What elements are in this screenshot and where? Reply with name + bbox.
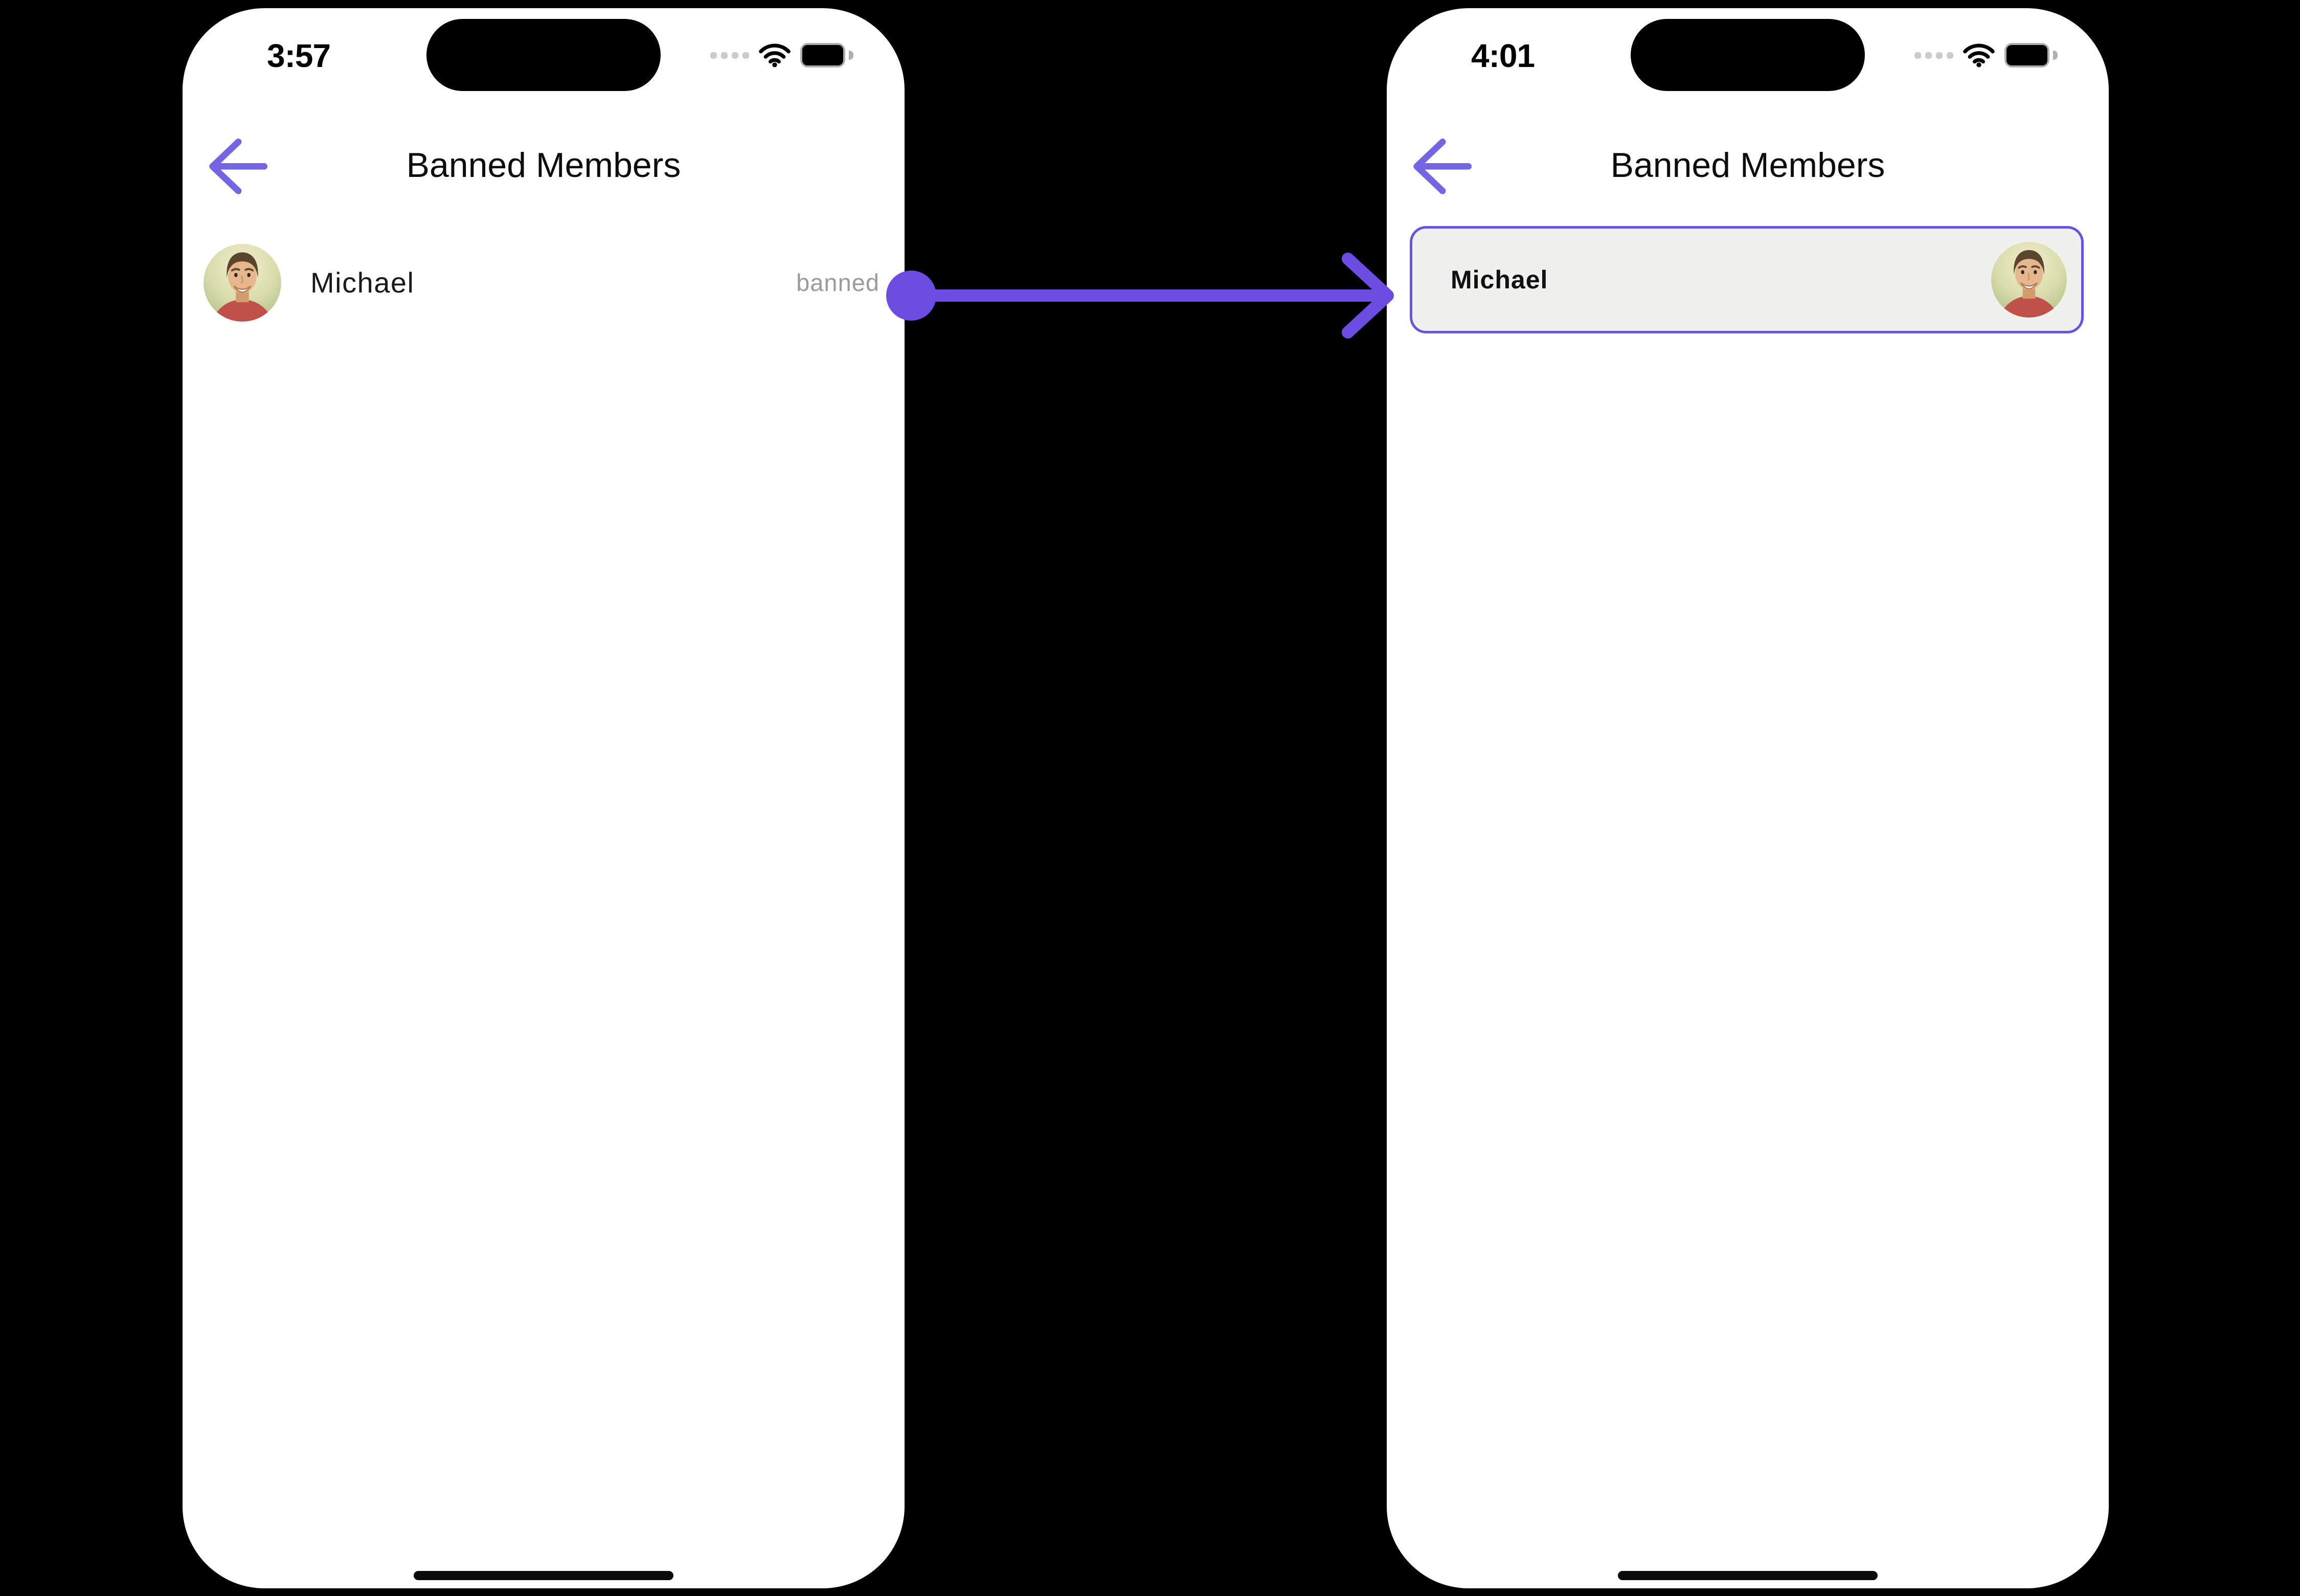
status-time: 3:57 <box>267 37 331 74</box>
member-name: Michael <box>310 266 415 299</box>
wifi-icon <box>759 43 791 68</box>
banned-member-card-selected[interactable]: Michael <box>1410 226 2084 333</box>
home-indicator[interactable] <box>1618 1571 1878 1580</box>
banned-member-row[interactable]: Michael banned <box>204 244 880 322</box>
battery-icon <box>800 43 853 68</box>
member-status-badge: banned <box>796 269 880 296</box>
battery-icon <box>2004 43 2058 68</box>
flow-arrowhead-icon <box>1342 253 1394 339</box>
page-title: Banned Members <box>1610 146 1885 185</box>
cellular-signal-icon <box>710 52 749 59</box>
status-icons <box>710 41 853 70</box>
member-name: Michael <box>1451 265 1548 294</box>
back-button[interactable] <box>1409 136 1473 197</box>
page-title: Banned Members <box>406 146 681 185</box>
avatar <box>204 244 281 322</box>
phone-frame-left: 3:57 Banned Members <box>183 8 905 1588</box>
status-time: 4:01 <box>1471 37 1535 74</box>
back-arrow-icon <box>209 139 267 194</box>
avatar <box>1991 242 2067 318</box>
back-button[interactable] <box>205 136 268 197</box>
back-arrow-icon <box>1413 139 1472 194</box>
cellular-signal-icon <box>1914 52 1953 59</box>
status-icons <box>1914 41 2058 70</box>
phone-frame-right: 4:01 Banned Members Michael <box>1387 8 2109 1588</box>
wifi-icon <box>1963 43 1995 68</box>
dynamic-island <box>1631 19 1865 91</box>
dynamic-island <box>426 19 661 91</box>
home-indicator[interactable] <box>414 1571 673 1580</box>
flow-arrow <box>886 253 1394 339</box>
